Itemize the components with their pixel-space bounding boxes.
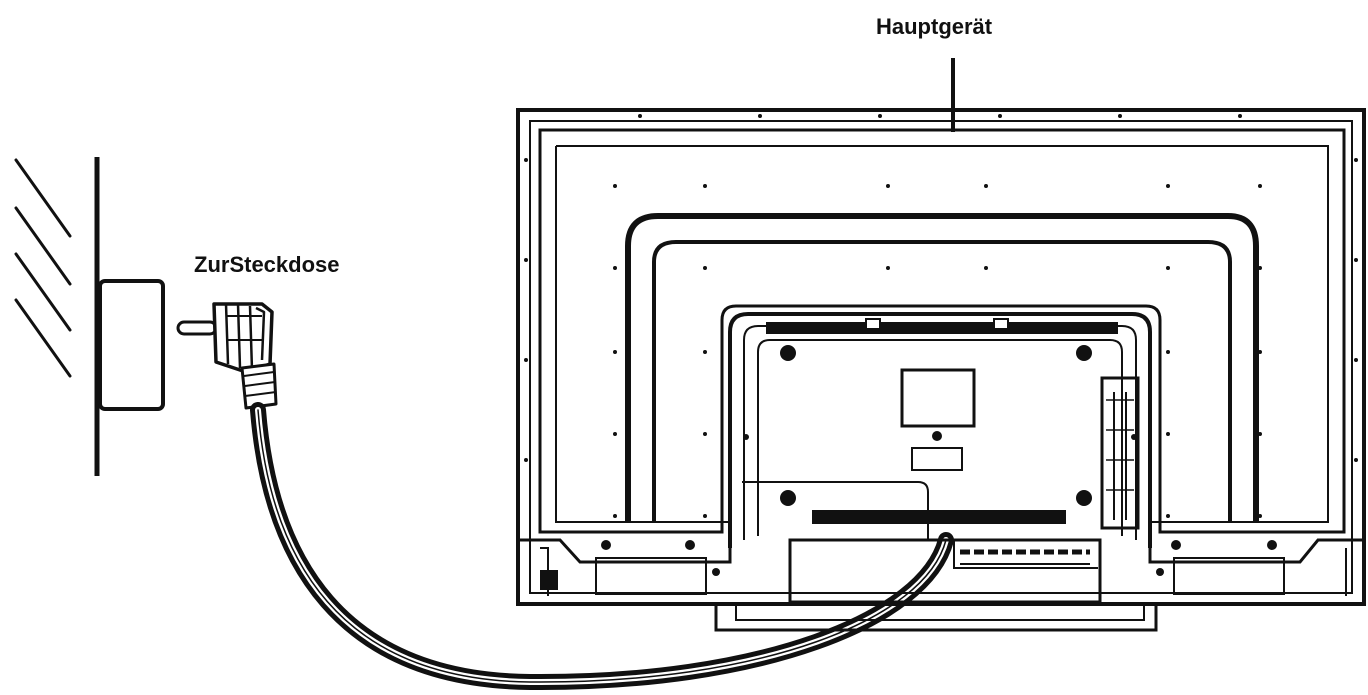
- wall-outlet: [98, 279, 165, 411]
- power-plug: [176, 302, 278, 410]
- tv-screws: [601, 345, 1277, 576]
- main-unit-label: Hauptgerät: [876, 14, 993, 39]
- wall-hatching: [14, 158, 72, 378]
- plug-pin: [176, 320, 218, 336]
- power-cable: [250, 402, 954, 691]
- tv-panel-dots: [524, 114, 1358, 518]
- tv-back-panel: [516, 58, 1366, 632]
- outlet-label: ZurSteckdose: [194, 252, 340, 277]
